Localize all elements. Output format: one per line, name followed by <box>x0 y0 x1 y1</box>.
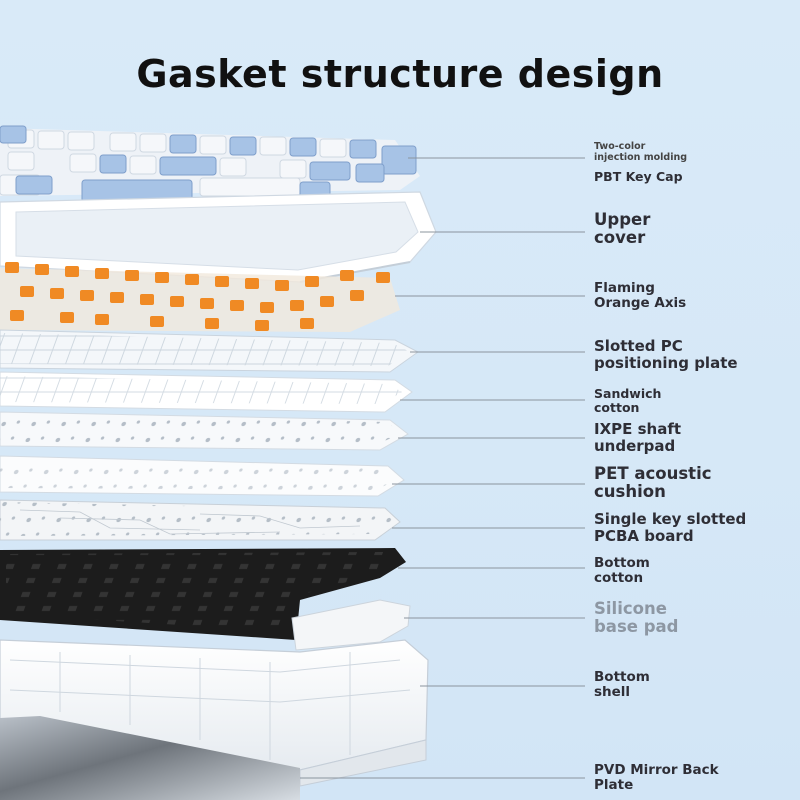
ixpe-underpad-layer <box>0 411 409 451</box>
label-keycap: Two-color injection molding PBT Key Cap <box>594 141 687 184</box>
label-pet: PET acoustic cushion <box>594 464 712 502</box>
keycap-layer <box>0 125 420 203</box>
label-ixpe: IXPE shaft underpad <box>594 421 681 455</box>
pcba-board-layer <box>0 499 401 541</box>
switch-layer <box>0 262 400 332</box>
label-plate: Slotted PC positioning plate <box>594 338 738 372</box>
bottom-cotton-layer <box>0 548 406 640</box>
label-keycap-line3: PBT Key Cap <box>594 168 683 184</box>
label-silicone: Silicone base pad <box>594 599 679 637</box>
label-switch: Flaming Orange Axis <box>594 280 687 312</box>
label-pet-line1: PET acoustic <box>594 464 712 483</box>
label-plate-line2: positioning plate <box>594 353 738 372</box>
label-upper-line2: cover <box>594 228 646 248</box>
label-switch-line1: Flaming <box>594 280 655 296</box>
label-bcotton-line1: Bottom <box>594 555 650 571</box>
label-ixpe-line1: IXPE shaft <box>594 420 682 438</box>
label-sandwich: Sandwich cotton <box>594 387 661 415</box>
pc-plate-layer <box>0 329 419 373</box>
label-upper-cover: Upper cover <box>594 210 651 248</box>
page-title: Gasket structure design <box>136 52 664 96</box>
sandwich-cotton-layer <box>0 371 413 413</box>
label-bcotton-line2: cotton <box>594 570 644 587</box>
label-ixpe-line2: underpad <box>594 436 676 455</box>
label-silicone-line1: Silicone <box>594 599 667 618</box>
upper-cover-layer <box>0 191 437 283</box>
label-keycap-line1: Two-color <box>594 141 646 152</box>
label-silicone-line2: base pad <box>594 617 679 637</box>
label-sandwich-line2: cotton <box>594 400 640 415</box>
leader-lines <box>300 157 585 779</box>
label-bshell-line1: Bottom <box>594 669 650 685</box>
label-pet-line2: cushion <box>594 482 666 502</box>
label-pcba-line1: Single key slotted <box>594 510 747 528</box>
label-bottom-shell: Bottom shell <box>594 669 650 701</box>
label-keycap-line2: injection molding <box>594 152 688 164</box>
silicone-pad-layer <box>291 599 411 651</box>
label-pvd-line2: Plate <box>594 777 634 794</box>
pvd-mirror-plate-layer <box>0 716 300 800</box>
label-pvd-line1: PVD Mirror Back <box>594 762 719 778</box>
label-pcba: Single key slotted PCBA board <box>594 511 746 545</box>
pet-cushion-layer <box>0 455 405 497</box>
label-switch-line2: Orange Axis <box>594 295 687 312</box>
label-pvd: PVD Mirror Back Plate <box>594 762 719 794</box>
label-bshell-line2: shell <box>594 684 631 701</box>
label-plate-line1: Slotted PC <box>594 337 683 355</box>
label-sandwich-line1: Sandwich <box>594 386 662 401</box>
label-pcba-line2: PCBA board <box>594 526 694 545</box>
label-bottom-cotton: Bottom cotton <box>594 555 650 587</box>
label-upper-line1: Upper <box>594 210 651 229</box>
